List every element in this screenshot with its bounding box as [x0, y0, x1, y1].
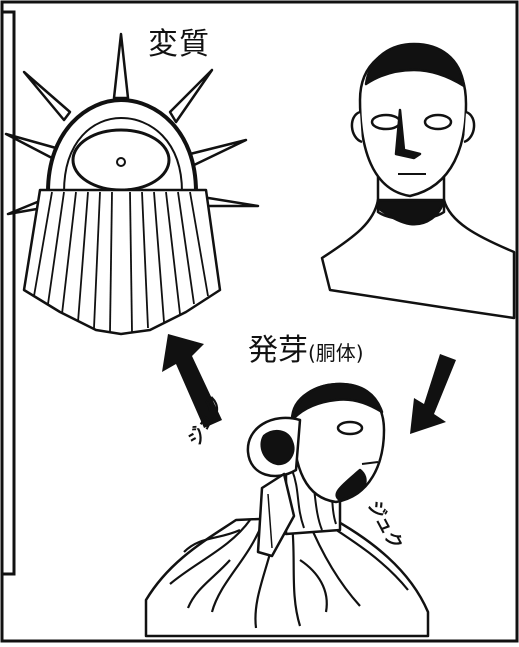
- human-nose: [394, 108, 422, 160]
- sprouting-figure: [144, 382, 430, 638]
- transformed-creature: [4, 32, 260, 336]
- skirt-pleats: [33, 191, 209, 333]
- label-sprout-main: 発芽: [248, 333, 308, 368]
- creature-eye: [71, 128, 171, 192]
- human-hair: [364, 42, 466, 88]
- human-eye-left: [370, 113, 402, 131]
- sprout-eye: [336, 420, 364, 436]
- label-sprout: 発芽(胴体): [248, 336, 364, 366]
- arrow-up-left: [162, 334, 222, 428]
- human-head: [320, 42, 516, 320]
- sprout-blade: [256, 472, 296, 558]
- label-transform: 変質: [148, 27, 210, 62]
- label-sprout-sub: (胴体): [308, 341, 364, 365]
- arrow-down-left: [410, 354, 456, 434]
- neck-shadow: [376, 198, 446, 226]
- sprout-hair: [292, 382, 384, 420]
- human-eye-right: [423, 113, 453, 131]
